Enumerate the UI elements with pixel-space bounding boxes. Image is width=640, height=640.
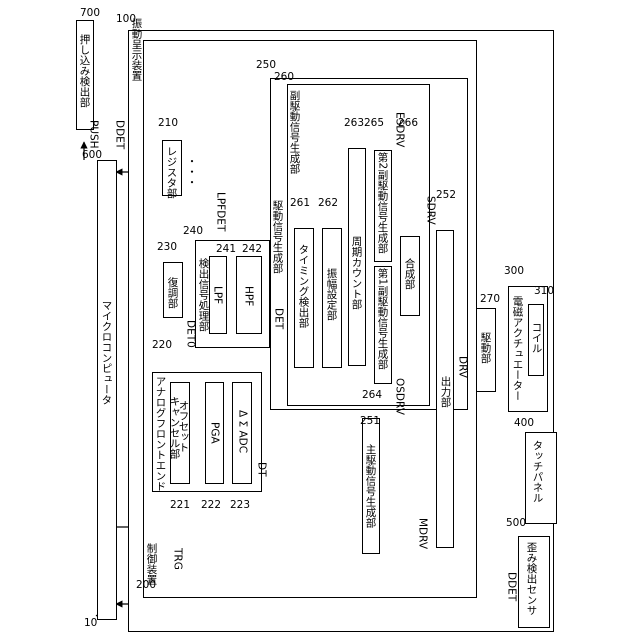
strain-sensor-label: 歪み検出センサ — [526, 542, 537, 616]
main-gen-ref: 251 — [360, 416, 380, 427]
pga-label: PGA — [209, 422, 220, 444]
det0-label: DET0 — [185, 320, 196, 348]
register-ref: 210 — [158, 118, 178, 129]
driver-ref: 270 — [480, 294, 500, 305]
sub-gen-label: 副駆動信号生成部 — [289, 90, 300, 174]
detproc-label: 検出信号処理部 — [198, 258, 209, 332]
period-label: 周期カウント部 — [351, 236, 362, 310]
drv-label: DRV — [457, 356, 468, 378]
touch-ref: 400 — [514, 418, 534, 429]
coil-label: コイル — [531, 322, 542, 354]
amp-label: 振幅設定部 — [326, 268, 337, 321]
control-ref: 200 — [136, 580, 156, 591]
adc-label: Δ Σ ADC — [237, 410, 248, 453]
lpfdet-label: LPFDET — [215, 192, 226, 231]
touch-panel-label: タッチパネル — [532, 440, 543, 503]
hpf-ref: 242 — [242, 244, 262, 255]
lpf-label: LPF — [212, 286, 223, 304]
push-ref: 700 — [80, 8, 100, 19]
sub1-label: 第1副駆動信号生成部 — [377, 268, 388, 369]
demod-label: 復調部 — [167, 277, 178, 309]
combine-ref: 252 — [436, 190, 456, 201]
register-label: レジスタ部 — [166, 146, 177, 199]
afe-label: アナログフロントエンド — [155, 376, 166, 492]
sub2-label: 第2副駆動信号生成部 — [377, 152, 388, 253]
driver-label: 駆動部 — [480, 332, 491, 364]
actuator-label: 電磁アクチュエーター — [512, 296, 523, 401]
coil-ref: 310 — [534, 286, 554, 297]
display-device-label: 振動呈示装置 — [131, 18, 142, 81]
esdrv-ref: 266 — [398, 118, 418, 129]
offset-ref: 221 — [170, 500, 190, 511]
offset-label-2: キャンセル部 — [169, 396, 180, 459]
microcomputer-label: マイクロコンピュータ — [101, 300, 112, 405]
output-label: 出力部 — [440, 376, 451, 408]
push-signal-label: PUSH — [88, 120, 99, 149]
sub1-ref: 264 — [362, 390, 382, 401]
strain-ref: 500 — [506, 518, 526, 529]
sub2-ref: 265 — [364, 118, 384, 129]
demod-ref: 230 — [157, 242, 177, 253]
timing-label: タイミング検出部 — [298, 244, 309, 328]
amp-ref: 262 — [318, 198, 338, 209]
pga-ref: 222 — [201, 500, 221, 511]
actuator-ref: 300 — [504, 266, 524, 277]
hpf-label: HPF — [243, 286, 254, 306]
combine-label: 合成部 — [404, 258, 415, 290]
mdrv-label: MDRV — [417, 518, 428, 549]
period-ref: 263 — [344, 118, 364, 129]
outer-ref: 10 — [84, 618, 97, 629]
drive-gen-label: 駆動信号生成部 — [272, 200, 283, 274]
osdrv-label: OSDRV — [394, 378, 405, 415]
adc-ref: 223 — [230, 500, 250, 511]
sdrv-label: SDRV — [425, 196, 436, 225]
det-label: DET — [273, 308, 284, 329]
ddet-bottom-label: DDET — [506, 572, 517, 601]
detproc-ref: 240 — [183, 226, 203, 237]
micro-ref: 600 — [82, 150, 102, 161]
register-dots: ・・・ — [186, 156, 197, 188]
afe-ref: 220 — [152, 340, 172, 351]
push-detector-label: 押し込み検出部 — [79, 34, 90, 108]
timing-ref: 261 — [290, 198, 310, 209]
main-gen-label: 主駆動信号生成部 — [365, 444, 376, 528]
sub-gen-ref: 260 — [274, 72, 294, 83]
trg-label: TRG — [172, 548, 183, 570]
lpf-ref: 241 — [216, 244, 236, 255]
ddet-top-label: DDET — [114, 120, 125, 149]
drive-gen-ref: 250 — [256, 60, 276, 71]
dt-label: DT — [256, 462, 267, 477]
display-ref: 100 — [116, 14, 136, 25]
